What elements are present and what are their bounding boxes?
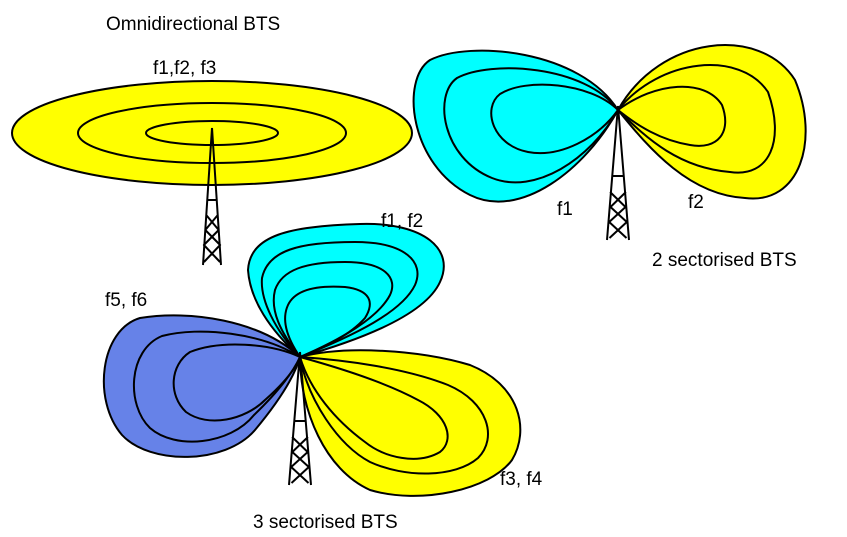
two-sector-left-frequency: f1 — [557, 199, 573, 220]
sector-contour — [490, 83, 619, 155]
three-sector-left-frequencies: f5, f6 — [105, 290, 147, 311]
sector-lobe-right — [298, 349, 522, 497]
antenna-tower-icon — [202, 127, 222, 266]
antenna-tower-icon — [288, 351, 312, 486]
sector-contour — [272, 260, 394, 358]
sector-contour — [443, 67, 619, 184]
sector-contour — [299, 356, 489, 475]
omni-coverage-ring — [145, 120, 279, 146]
two-sectorised-bts: f1 f2 2 sectorised BTS — [412, 44, 807, 271]
sector-contour — [617, 64, 776, 174]
sector-lobe-right — [616, 44, 807, 200]
antenna-tower-icon — [606, 105, 630, 241]
sector-lobe-left — [102, 314, 302, 458]
two-sector-title: 2 sectorised BTS — [652, 250, 797, 271]
three-sectorised-bts: f1, f2 f5, f6 f3, f4 3 sectorised BTS — [102, 211, 543, 533]
sector-contour — [132, 330, 301, 443]
sector-contour — [172, 343, 301, 422]
sector-contour — [617, 85, 727, 147]
two-sector-right-frequency: f2 — [688, 192, 704, 213]
sector-contour — [299, 356, 449, 460]
three-sector-title: 3 sectorised BTS — [253, 512, 398, 533]
sector-lobe-top — [246, 222, 445, 359]
three-sector-right-frequencies: f3, f4 — [500, 469, 543, 490]
sector-contour — [284, 285, 371, 358]
omni-frequencies: f1,f2, f3 — [153, 58, 216, 79]
three-sector-top-frequencies: f1, f2 — [381, 211, 423, 232]
sector-lobe-left — [412, 49, 620, 203]
omnidirectional-bts: Omnidirectional BTS f1,f2, f3 — [11, 14, 413, 266]
sector-contour — [260, 240, 419, 358]
omni-coverage-ring — [77, 102, 347, 164]
omni-title: Omnidirectional BTS — [106, 14, 280, 35]
